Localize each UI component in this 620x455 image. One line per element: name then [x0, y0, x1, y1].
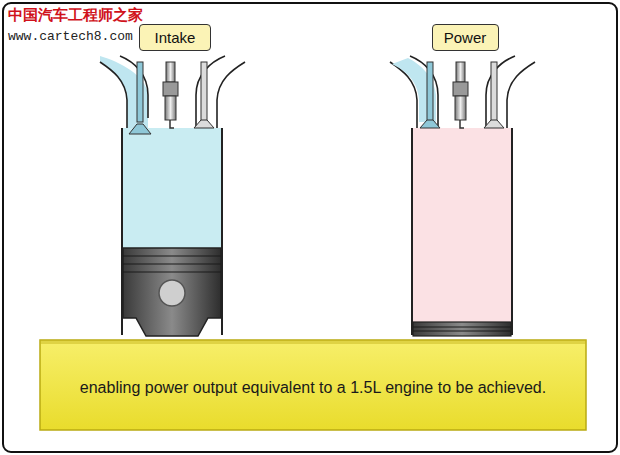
- piston-ring: [123, 271, 221, 272]
- power-cylinder: [390, 56, 535, 336]
- caption-band-shape: [40, 340, 586, 430]
- stroke-label-box: Power: [432, 24, 499, 51]
- piston-ring: [123, 263, 221, 264]
- node-text: Intake: [155, 29, 196, 46]
- watermark: 中国汽车工程师之家: [8, 6, 143, 25]
- frame: [3, 3, 617, 452]
- intake-cylinder: [100, 56, 245, 336]
- caption-band: enabling power output equivalent to a 1.…: [40, 343, 586, 433]
- node-text: Power: [444, 29, 487, 46]
- node-text: enabling power output equivalent to a 1.…: [80, 379, 546, 397]
- piston-ring: [123, 255, 221, 256]
- stroke-label-box: Intake: [139, 24, 211, 51]
- watermark: www.cartech8.com: [8, 29, 133, 44]
